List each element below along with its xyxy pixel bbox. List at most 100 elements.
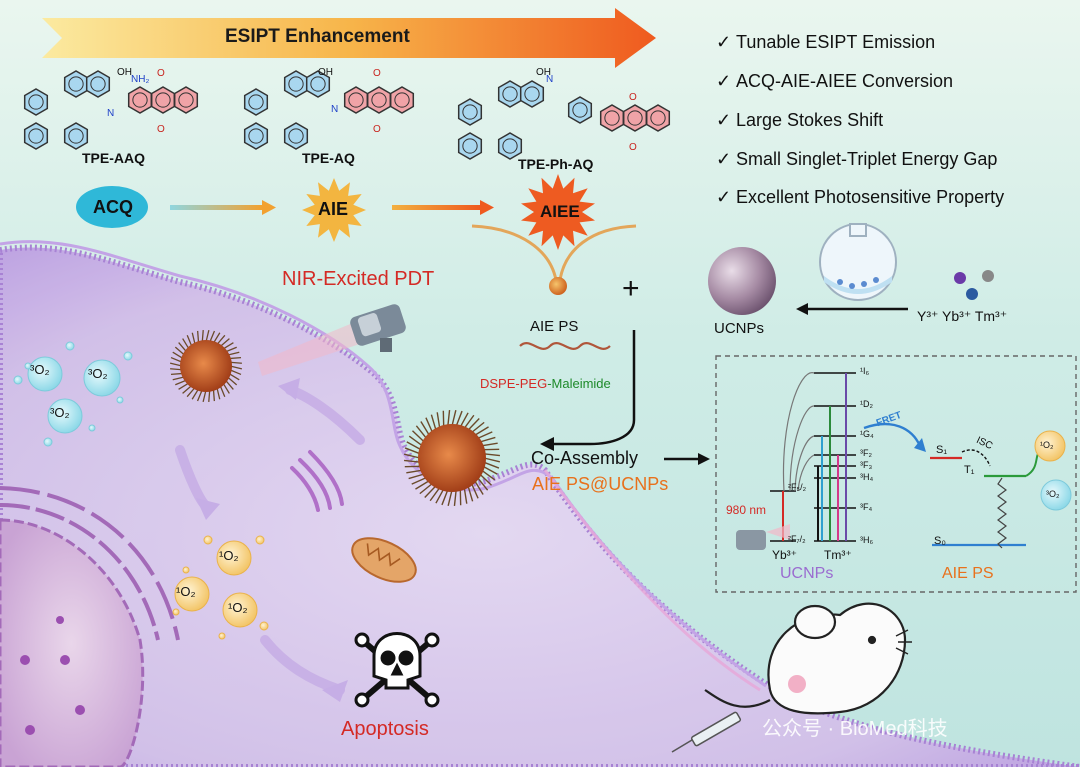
aie-ps-levels <box>930 456 1026 547</box>
feature-text: ACQ-AIE-AIEE Conversion <box>736 71 954 91</box>
cycle-arrowheads <box>196 378 348 702</box>
level-label: ³F₃ <box>860 460 873 470</box>
s0-label: S₀ <box>934 535 946 547</box>
singlet-o2-diagram: ¹O₂ <box>1040 440 1054 450</box>
ucnps-label: UCNPs <box>714 320 765 337</box>
s1-label: S₁ <box>936 444 948 456</box>
triplet-o2-diagram: ³O₂ <box>1046 489 1060 499</box>
molecule-name-tpe-aaq: TPE-AAQ <box>82 150 145 166</box>
aie-ps-ucnps-label: AIE PS@UCNPs <box>532 474 669 494</box>
molecule-tpe-aq <box>243 70 415 150</box>
aie-ps-dot <box>549 277 567 295</box>
feature-text: Tunable ESIPT Emission <box>736 32 936 52</box>
stage-arrows <box>170 200 494 215</box>
phosphorescence-wavy <box>997 477 1007 549</box>
plus-sign: + <box>622 272 640 305</box>
aie-ps-label: AIE PS <box>530 318 579 335</box>
synthesis-arrow <box>796 303 908 315</box>
nir-pdt-label: NIR-Excited PDT <box>282 268 435 290</box>
check-icon: ✓ <box>716 32 732 52</box>
feature-item: ✓Excellent Photosensitive Property <box>716 187 1004 208</box>
molecule-name-tpe-aq: TPE-AQ <box>302 150 355 166</box>
excitation-label: 980 nm <box>726 503 767 517</box>
pink-trail <box>543 469 761 692</box>
feature-item: ✓ACQ-AIE-AIEE Conversion <box>716 71 953 92</box>
atom-o: O <box>629 142 637 153</box>
yb-upper-level: ²F₅/₂ <box>788 482 807 492</box>
atom-o: O <box>373 68 381 79</box>
mouse-illustration <box>704 602 912 715</box>
atom-oh: OH <box>117 67 132 78</box>
aie-badge <box>302 178 366 242</box>
cell-body <box>0 244 1080 767</box>
dspe-peg-squiggle <box>519 342 611 350</box>
tm-label: Tm³⁺ <box>824 548 852 562</box>
dspe-peg-label: DSPE-PEG-Maleimide <box>480 376 611 391</box>
atom-n: N <box>107 108 115 119</box>
apoptosis-label: Apoptosis <box>341 718 429 740</box>
feature-item: ✓Small Singlet-Triplet Energy Gap <box>716 149 997 170</box>
atom-oh: OH <box>536 67 551 78</box>
molecule-name-tpe-ph-aq: TPE-Ph-AQ <box>518 156 594 172</box>
maleimide-text: -Maleimide <box>547 376 611 391</box>
check-icon: ✓ <box>716 71 732 91</box>
check-icon: ✓ <box>716 187 732 207</box>
co-assembly-arrow <box>540 330 636 451</box>
co-assembly-right-arrow <box>664 453 710 465</box>
aiee-badge <box>521 174 595 250</box>
reaction-flask <box>819 223 897 301</box>
level-label: ³H₆ <box>860 535 874 545</box>
feature-text: Excellent Photosensitive Property <box>736 187 1005 207</box>
skull-icon <box>354 632 440 708</box>
small-laser-diagram <box>736 524 790 550</box>
level-label: ¹D₂ <box>860 399 873 409</box>
dspe-peg-text: DSPE-PEG <box>480 376 548 391</box>
singlet-o2-label: ¹O₂ <box>228 600 248 615</box>
ucnps-diagram-label: UCNPs <box>780 565 834 582</box>
feature-item: ✓Tunable ESIPT Emission <box>716 32 935 53</box>
atom-nh2: NH₂ <box>131 74 150 85</box>
level-label: ³F₄ <box>860 502 873 512</box>
watermark: 公众号 · BioMed科技 <box>762 718 948 740</box>
triplet-oxygen-bubbles <box>13 341 133 447</box>
triplet-o2-label: ³O₂ <box>30 362 50 377</box>
yb-label: Yb³⁺ <box>772 548 798 562</box>
o2-bubbles-diagram <box>1034 430 1072 511</box>
acq-badge <box>76 186 148 228</box>
triplet-o2-label: ³O₂ <box>50 405 70 420</box>
atom-o: O <box>157 124 165 135</box>
molecule-tpe-ph-aq <box>457 80 671 160</box>
aie-label: AIE <box>318 199 349 219</box>
nanoparticle-in-cell <box>169 329 243 403</box>
ion-dots <box>954 270 994 300</box>
co-assembly-label: Co-Assembly <box>531 448 639 468</box>
energy-diagram-box <box>715 355 1077 593</box>
level-label: ³F₂ <box>860 448 872 458</box>
yb-lower-level: ²F₇/₂ <box>788 534 806 544</box>
atom-n: N <box>331 104 339 115</box>
atom-o: O <box>157 68 165 79</box>
fret-arrow <box>863 422 922 447</box>
nucleus <box>0 486 180 767</box>
syringe-icon <box>671 711 742 753</box>
mitochondrion <box>351 537 417 583</box>
acq-label: ACQ <box>93 197 133 217</box>
atom-o: O <box>373 124 381 135</box>
check-icon: ✓ <box>716 149 732 169</box>
level-label: ¹I₆ <box>860 366 870 376</box>
atom-n: N <box>546 74 554 85</box>
feature-text: Large Stokes Shift <box>736 110 884 130</box>
esipt-banner <box>42 8 656 68</box>
golgi-apparatus <box>290 450 344 512</box>
level-label: ¹G₄ <box>860 429 874 439</box>
molecule-tpe-aaq <box>23 70 199 150</box>
upconversion-arcs <box>782 372 815 492</box>
level-label: ³H₄ <box>860 472 874 482</box>
atom-o: O <box>629 92 637 103</box>
isc-arrow <box>961 449 991 467</box>
singlet-o2-label: ¹O₂ <box>176 584 196 599</box>
banner-title: ESIPT Enhancement <box>225 26 410 47</box>
feature-text: Small Singlet-Triplet Energy Gap <box>736 149 998 169</box>
ions-label: Y³⁺ Yb³⁺ Tm³⁺ <box>917 308 1008 324</box>
